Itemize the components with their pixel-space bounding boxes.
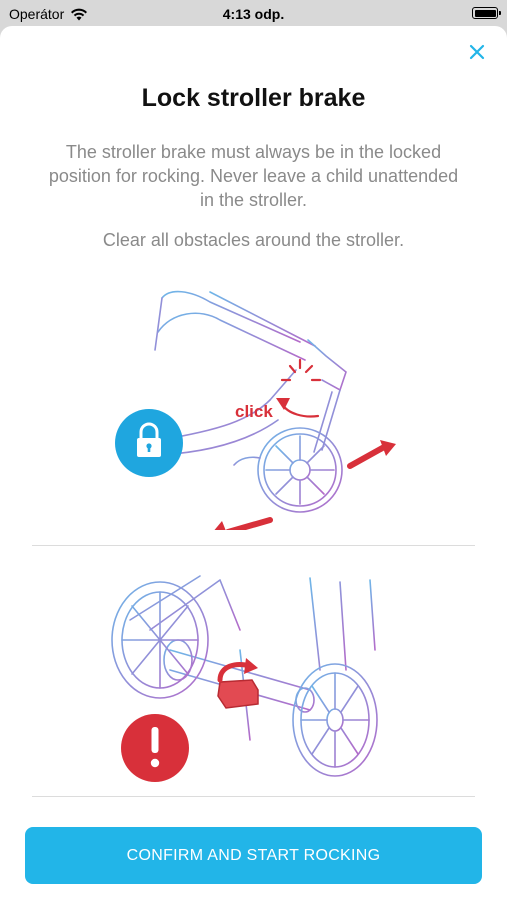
divider (32, 796, 475, 797)
close-button[interactable] (465, 40, 489, 64)
status-time: 4:13 odp. (222, 6, 285, 22)
click-caption: click (235, 402, 273, 421)
exclamation-icon (150, 727, 160, 768)
lock-badge (115, 409, 183, 477)
rear-brake-illustration (111, 575, 378, 782)
description-text: The stroller brake must always be in the… (48, 142, 459, 210)
brake-lock-illustration: click (115, 290, 396, 530)
modal-sheet: Lock stroller brake The stroller brake m… (0, 26, 507, 900)
obstacle-note: Clear all obstacles around the stroller. (102, 230, 405, 250)
page-title: Lock stroller brake (141, 84, 366, 112)
wifi-icon (71, 8, 88, 20)
carrier-name: Operátor (9, 6, 65, 22)
lock-icon (137, 422, 161, 457)
warning-badge (121, 714, 189, 782)
divider (32, 545, 475, 546)
status-bar: Operátor 4:13 odp. (0, 0, 507, 28)
battery-icon (472, 7, 501, 19)
confirm-start-rocking-button[interactable]: CONFIRM AND START ROCKING (25, 827, 482, 884)
close-icon (469, 44, 485, 60)
status-left: Operátor (9, 6, 88, 22)
